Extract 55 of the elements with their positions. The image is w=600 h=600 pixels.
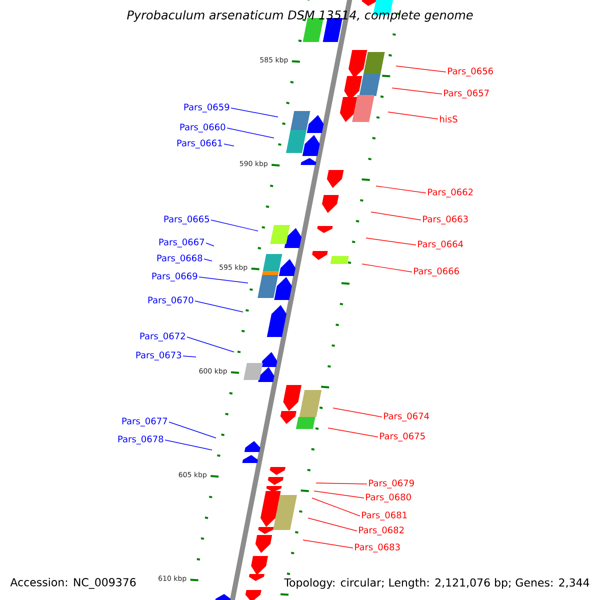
title: Pyrobaculum arsenaticum DSM 13514, complete genome <box>127 10 473 22</box>
leader-line <box>388 112 438 120</box>
leader-line <box>316 482 368 484</box>
accession-text: Accession: NC_009376 <box>9 576 138 590</box>
gene-label: Pars_0669 <box>152 272 198 282</box>
leader-line <box>314 490 364 498</box>
gene-label: Pars_0677 <box>122 418 168 426</box>
gene-label: hisS <box>440 116 458 122</box>
gene-label: Pars_0680 <box>366 494 411 502</box>
gene-label: Pars_0674 <box>384 412 430 422</box>
gene-label: Pars_0668 <box>157 254 202 264</box>
gene-label: Pars_0672 <box>140 332 185 342</box>
leader-line <box>332 408 382 418</box>
gene-label: Pars_0662 <box>428 188 473 198</box>
gene-label: Pars_0681 <box>362 512 407 520</box>
leader-line <box>194 300 244 312</box>
gene-label: Pars_0682 <box>359 526 404 536</box>
leader-line <box>230 108 278 118</box>
gene-label: Pars_0657 <box>444 90 489 98</box>
gene-label: Pars_0679 <box>369 480 414 488</box>
gene-label: Pars_0661 <box>177 140 222 148</box>
leader-line <box>366 238 416 246</box>
leader-line <box>182 356 196 358</box>
gene-label: Pars_0678 <box>118 436 164 444</box>
leader-line <box>204 258 212 262</box>
leader-line <box>392 88 442 94</box>
gene-label: Pars_0675 <box>380 432 425 442</box>
leader-line <box>210 220 258 232</box>
leader-line <box>308 518 358 532</box>
leader-line <box>186 336 234 352</box>
leader-line <box>362 264 412 272</box>
gene-label: Pars_0656 <box>448 68 493 76</box>
leader-line <box>396 66 446 72</box>
leader-line <box>164 440 212 450</box>
leader-line <box>198 276 248 284</box>
gene-label: Pars_0659 <box>184 104 230 112</box>
topology-text: Topology: circular; Length: 2,121,076 bp; Genes: 2,344 <box>283 577 591 590</box>
leader-line <box>376 186 426 194</box>
gene-label: Pars_0667 <box>159 238 204 248</box>
gene-label: Pars_0663 <box>423 216 468 224</box>
leader-line <box>168 422 216 438</box>
gene-label: Pars_0665 <box>164 216 210 224</box>
leader-line <box>302 540 354 548</box>
leader-line <box>206 242 214 246</box>
leader-line <box>224 144 234 146</box>
gene-label: Pars_0683 <box>355 544 400 552</box>
leader-line <box>370 212 422 220</box>
leader-line <box>312 498 360 516</box>
gene-label: Pars_0660 <box>180 124 226 132</box>
gene-label: Pars_0666 <box>414 268 459 276</box>
gene-label: Pars_0664 <box>418 240 464 250</box>
leader-line <box>328 428 378 438</box>
leader-line <box>226 128 274 138</box>
gene-label: Pars_0670 <box>148 296 194 306</box>
gene-label: Pars_0673 <box>136 352 182 360</box>
